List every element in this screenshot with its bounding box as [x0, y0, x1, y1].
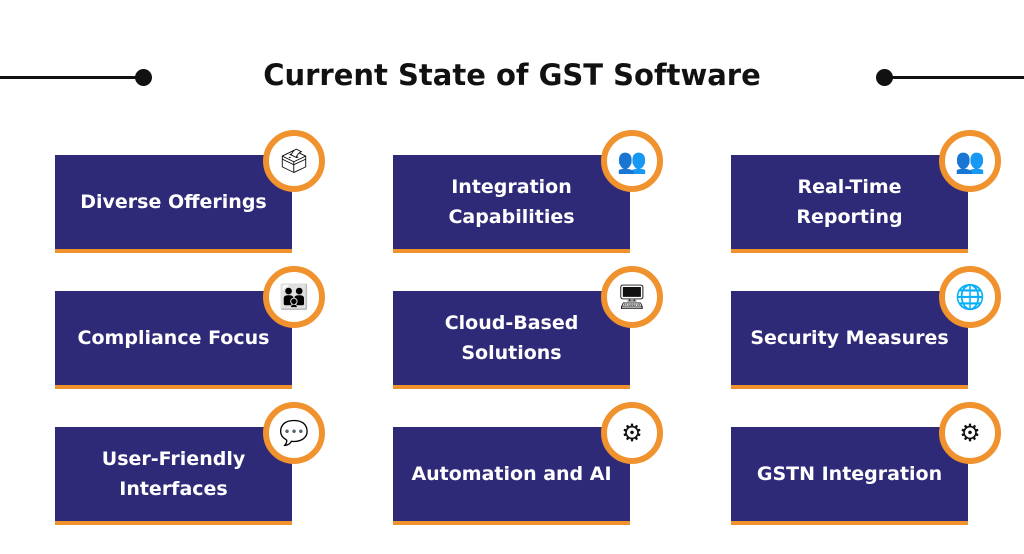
card-label: Diverse Offerings: [80, 191, 267, 213]
card-gstn-integration: GSTN Integration: [731, 427, 968, 525]
left-decor-dot: [135, 69, 152, 86]
icon-glyph: 🗳: [278, 147, 310, 175]
icon-glyph: 👪: [279, 283, 309, 311]
page-title: Current State of GST Software: [263, 58, 761, 92]
card-label: User-Friendly Interfaces: [101, 448, 246, 500]
ballot-box-icon: 🗳: [263, 130, 325, 192]
gear-head-icon: ⚙: [601, 402, 663, 464]
card-compliance-focus: Compliance Focus: [55, 291, 292, 389]
icon-glyph: 👥: [617, 147, 647, 175]
card-automation-and-ai: Automation and AI: [393, 427, 630, 525]
card-user-friendly-interfaces: User-Friendly Interfaces: [55, 427, 292, 525]
card-diverse-offerings: Diverse Offerings: [55, 155, 292, 253]
card-label: Automation and AI: [411, 463, 612, 485]
card-cloud-based-solutions: Cloud-Based Solutions: [393, 291, 630, 389]
presentation-icon: 🖥: [601, 266, 663, 328]
group-icon: 👪: [263, 266, 325, 328]
discussion-icon: 💬: [263, 402, 325, 464]
card-label: Cloud-Based Solutions: [444, 312, 579, 364]
icon-glyph: 👥: [955, 147, 985, 175]
icon-glyph: ⚙: [959, 419, 981, 447]
card-label: GSTN Integration: [756, 463, 943, 485]
card-label: Integration Capabilities: [448, 176, 575, 228]
gears-icon: ⚙: [939, 402, 1001, 464]
card-label: Security Measures: [750, 327, 949, 349]
card-label: Real-Time Reporting: [796, 176, 903, 228]
card-label: Compliance Focus: [77, 327, 270, 349]
meeting-icon: 👥: [601, 130, 663, 192]
icon-glyph: ⚙: [621, 419, 643, 447]
icon-glyph: 🖥: [616, 283, 648, 311]
icon-glyph: 🌐: [955, 283, 985, 311]
left-decor-line: [0, 76, 143, 79]
icon-glyph: 💬: [279, 419, 309, 447]
card-real-time-reporting: Real-Time Reporting: [731, 155, 968, 253]
card-integration-capabilities: Integration Capabilities: [393, 155, 630, 253]
globe-network-icon: 🌐: [939, 266, 1001, 328]
card-security-measures: Security Measures: [731, 291, 968, 389]
right-decor-line: [884, 76, 1024, 79]
team-table-icon: 👥: [939, 130, 1001, 192]
